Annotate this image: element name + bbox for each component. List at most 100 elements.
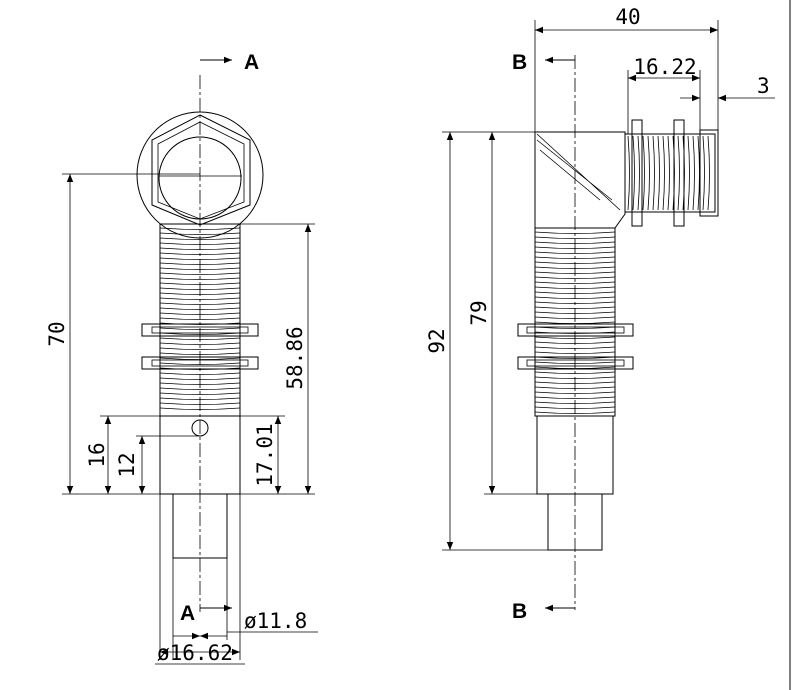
thread-ridge xyxy=(159,297,241,300)
front-view: A A 70 58.86 xyxy=(45,51,318,665)
side-outlet-thread xyxy=(624,133,716,213)
thread-ridge xyxy=(159,227,241,230)
thread-ridge xyxy=(534,246,616,249)
thread-ridge xyxy=(534,401,616,404)
thread-ridge xyxy=(534,391,616,394)
dim-3-text: 3 xyxy=(757,74,770,98)
dim-16-22-text: 16.22 xyxy=(633,55,696,79)
thread-ridge xyxy=(159,267,241,270)
thread-ridge xyxy=(534,231,616,234)
section-a-bottom-label: A xyxy=(180,602,195,625)
thread-ridge xyxy=(534,321,616,324)
thread-ridge xyxy=(159,347,241,350)
thread-ridge xyxy=(159,247,241,250)
thread-ridge xyxy=(159,302,241,305)
thread-ridge xyxy=(534,326,616,329)
thread-ridge xyxy=(702,135,705,211)
thread-ridge xyxy=(159,287,241,290)
thread-ridge xyxy=(159,382,241,385)
thread-ridge xyxy=(534,266,616,269)
thread-ridge xyxy=(534,366,616,369)
thread-ridge xyxy=(637,135,640,211)
thread-ridge xyxy=(662,135,665,211)
thread-ridge xyxy=(159,232,241,235)
elbow-head-circle xyxy=(136,111,264,239)
thread-ridge xyxy=(642,135,645,211)
dim-17-01-text: 17.01 xyxy=(253,423,277,486)
thread-ridge xyxy=(159,327,241,330)
thread-ridge xyxy=(159,397,241,400)
thread-ridge xyxy=(159,387,241,390)
thread-ridge xyxy=(534,371,616,374)
thread-ridge xyxy=(159,282,241,285)
thread-ridge xyxy=(159,312,241,315)
thread-ridge xyxy=(632,135,635,211)
thread-ridge xyxy=(159,237,241,240)
thread-ridge xyxy=(534,346,616,349)
side-lock-nut-upper xyxy=(517,323,634,337)
thread-ridge xyxy=(159,272,241,275)
side-view: B B 40 16.22 xyxy=(425,5,775,623)
side-horizontal-thread-lines xyxy=(627,135,710,211)
thread-ridge xyxy=(159,357,241,360)
dim-16-62-text: ø16.62 xyxy=(157,641,233,665)
thread-ridge xyxy=(159,407,241,410)
thread-ridge xyxy=(534,241,616,244)
side-outlet-end xyxy=(699,129,719,217)
dim-92-text: 92 xyxy=(425,328,449,353)
section-b-bottom-label: B xyxy=(512,600,527,623)
thread-ridge xyxy=(534,316,616,319)
section-b-top-label: B xyxy=(512,51,527,74)
thread-ridge xyxy=(687,135,690,211)
side-vertical-thread-lines xyxy=(534,231,616,414)
thread-ridge xyxy=(534,296,616,299)
dim-11-8-text: ø11.8 xyxy=(244,609,307,633)
thread-ridge xyxy=(159,277,241,280)
thread-ridge xyxy=(159,242,241,245)
thread-ridge xyxy=(159,257,241,260)
thread-ridge xyxy=(159,392,241,395)
thread-ridge xyxy=(534,261,616,264)
thread-ridge xyxy=(697,135,700,211)
thread-ridge xyxy=(534,406,616,409)
thread-ridge xyxy=(159,377,241,380)
thread-ridge xyxy=(534,341,616,344)
thread-ridge xyxy=(627,135,630,211)
dim-12-text: 12 xyxy=(115,452,139,477)
thread-ridge xyxy=(534,336,616,339)
thread-ridge xyxy=(534,411,616,414)
thread-ridge xyxy=(534,256,616,259)
side-lock-nut-lower xyxy=(517,356,634,370)
thread-ridge xyxy=(534,301,616,304)
dim-70-text: 70 xyxy=(45,321,69,346)
thread-ridge xyxy=(159,337,241,340)
side-outlet-tube xyxy=(547,493,603,551)
dim-40-text: 40 xyxy=(615,5,640,29)
thread-ridge xyxy=(159,317,241,320)
front-outlet-tube xyxy=(172,493,228,559)
thread-ridge xyxy=(534,271,616,274)
side-elbow-body xyxy=(534,131,626,229)
thread-ridge xyxy=(159,342,241,345)
thread-ridge xyxy=(159,252,241,255)
thread-ridge xyxy=(534,311,616,314)
elbow-inner-circle xyxy=(158,136,242,220)
thread-ridge xyxy=(159,332,241,335)
section-a-top-label: A xyxy=(244,51,259,74)
side-outlet-nut-right xyxy=(673,119,685,227)
elbow-hex-nut xyxy=(151,114,251,226)
thread-ridge xyxy=(534,251,616,254)
thread-ridge xyxy=(534,351,616,354)
thread-ridge xyxy=(534,286,616,289)
dim-16-text: 16 xyxy=(85,442,109,467)
thread-ridge xyxy=(667,135,670,211)
dim-79-text: 79 xyxy=(467,300,491,325)
front-lock-nut-upper xyxy=(141,323,259,337)
thread-ridge xyxy=(692,135,695,211)
thread-ridge xyxy=(534,386,616,389)
thread-ridge xyxy=(652,135,655,211)
thread-ridge xyxy=(707,135,710,211)
thread-ridge xyxy=(647,135,650,211)
thread-ridge xyxy=(534,276,616,279)
